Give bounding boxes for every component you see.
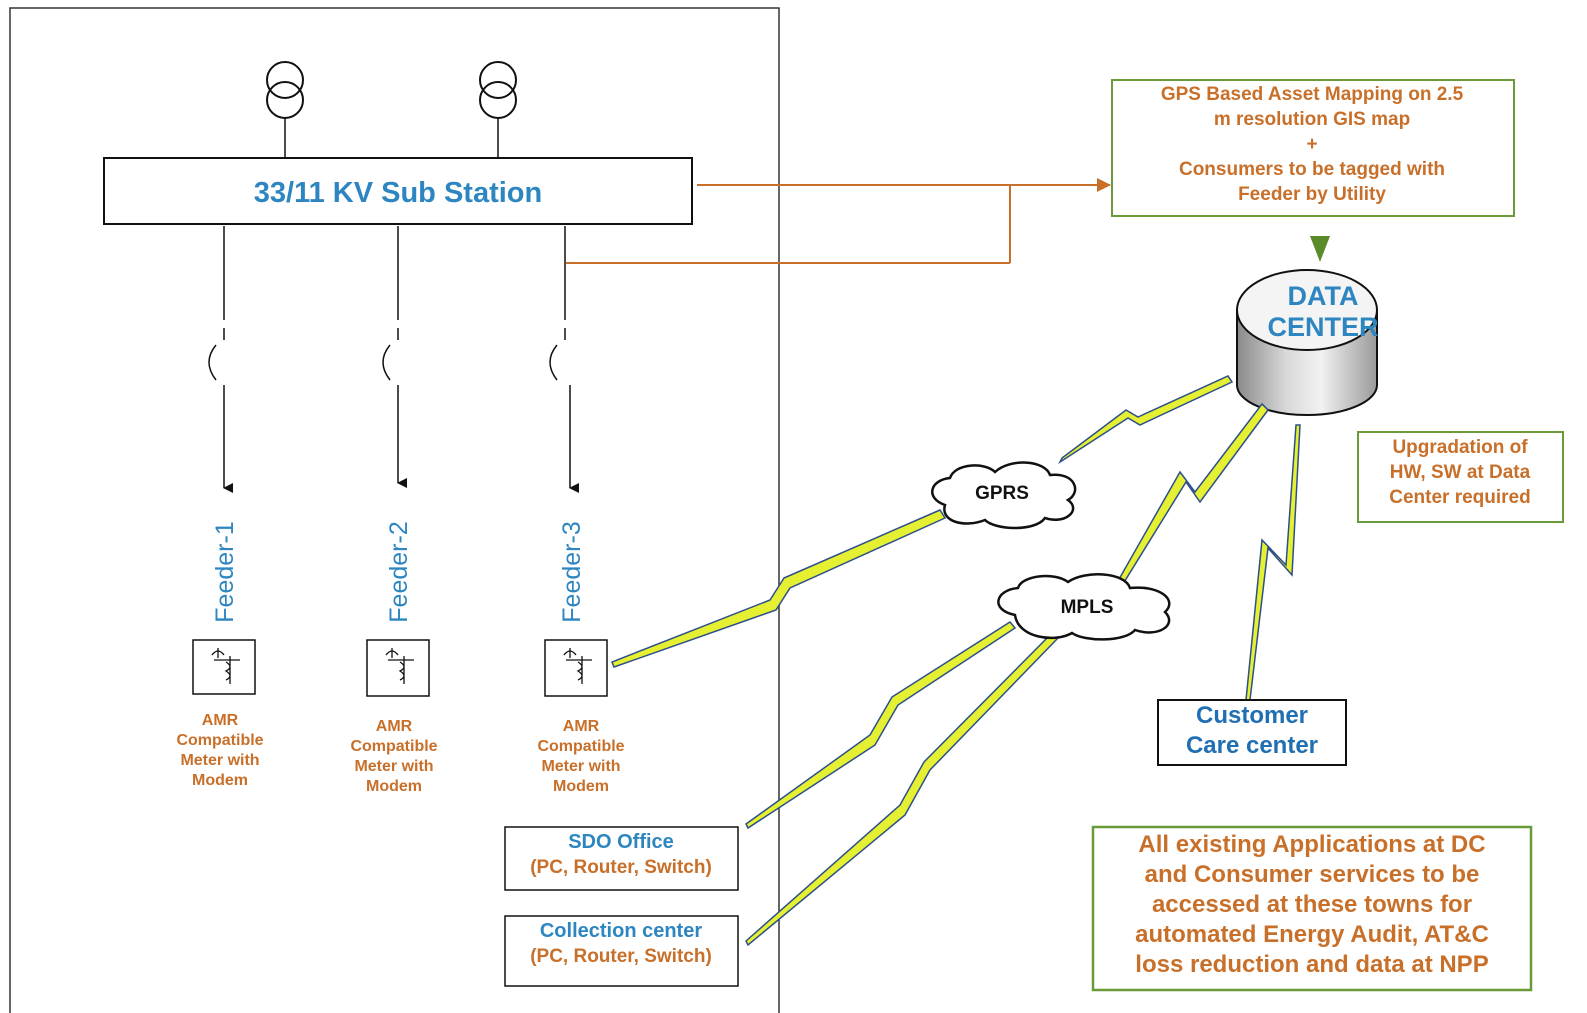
collection-center-box: [504, 915, 739, 987]
upgrade-line-2: HW, SW at Data: [1390, 462, 1531, 483]
sdo-office-box: [504, 826, 739, 891]
meter-2-line-3: Meter with: [354, 758, 433, 775]
gps-mapping-box: [1111, 79, 1515, 217]
applications-line-3: accessed at these towns for: [1152, 891, 1472, 918]
link-gprs-meter: [611, 509, 947, 668]
meter-1-line-1: AMR: [202, 712, 239, 729]
meter-2-icon: [366, 639, 430, 697]
feeder-2-label: Feeder-2: [385, 521, 413, 622]
mpls-label: MPLS: [1061, 597, 1114, 618]
applications-box: [1091, 825, 1533, 992]
substation-box: [103, 157, 693, 225]
upgrade-line-3: Center required: [1389, 487, 1530, 508]
substation-panel: [9, 7, 780, 1013]
gis-connector: [566, 178, 1111, 264]
gps-line-1: GPS Based Asset Mapping on 2.5: [1161, 84, 1464, 105]
meter-1-line-3: Meter with: [180, 752, 259, 769]
gps-line-5: Feeder by Utility: [1238, 184, 1386, 205]
feeder-1-line: [208, 226, 233, 493]
meter-1-line-4: Modem: [192, 772, 248, 789]
meter-1-line-2: Compatible: [176, 732, 263, 749]
upgrade-box: [1357, 431, 1564, 523]
meter-3-line-3: Meter with: [541, 758, 620, 775]
meter-2-line-2: Compatible: [350, 738, 437, 755]
applications-line-2: and Consumer services to be: [1145, 861, 1480, 888]
gprs-cloud-icon: [931, 461, 1077, 530]
sdo-office-subtitle: (PC, Router, Switch): [530, 857, 712, 878]
link-mpls-collection: [745, 631, 1060, 947]
data-center-line-2: CENTER: [1267, 312, 1378, 342]
sdo-office-title: SDO Office: [568, 831, 674, 853]
customer-care-box: [1157, 699, 1347, 766]
feeder-2-line: [382, 226, 407, 488]
substation-label: 33/11 KV Sub Station: [254, 177, 542, 209]
customer-care-line-2: Care center: [1186, 732, 1318, 759]
gps-line-3: +: [1306, 134, 1317, 155]
applications-line-1: All existing Applications at DC: [1138, 831, 1485, 858]
applications-line-4: automated Energy Audit, AT&C: [1135, 921, 1489, 948]
feeder-1-label: Feeder-1: [211, 521, 239, 622]
meter-2-line-1: AMR: [376, 718, 413, 735]
collection-center-subtitle: (PC, Router, Switch): [530, 946, 712, 967]
mpls-cloud-icon: [997, 573, 1171, 641]
customer-care-line-1: Customer: [1196, 702, 1308, 729]
meter-1-icon: [192, 639, 256, 695]
link-dc-customer: [1245, 424, 1301, 701]
breaker-2-icon: [382, 344, 391, 381]
feeder-3-line: [549, 226, 579, 493]
feeder-3-label: Feeder-3: [558, 521, 586, 622]
upgrade-line-1: Upgradation of: [1392, 437, 1528, 458]
link-mpls-sdo: [745, 621, 1017, 830]
breaker-3-icon: [549, 344, 558, 381]
data-center-icon: [1236, 269, 1378, 416]
meter-3-line-4: Modem: [553, 778, 609, 795]
meter-2-line-4: Modem: [366, 778, 422, 795]
data-center-line-1: DATA: [1288, 281, 1359, 311]
collection-center-title: Collection center: [540, 920, 702, 942]
link-dc-gprs: [1058, 375, 1234, 465]
transformer-1-icon: [266, 61, 304, 160]
gps-line-2: m resolution GIS map: [1214, 109, 1410, 130]
link-dc-mpls: [1113, 402, 1269, 594]
meter-3-line-1: AMR: [563, 718, 600, 735]
transformer-2-icon: [479, 61, 517, 160]
down-arrow-icon: [1310, 236, 1330, 262]
applications-line-5: loss reduction and data at NPP: [1135, 951, 1488, 978]
breaker-1-icon: [208, 344, 217, 381]
gprs-label: GPRS: [975, 483, 1029, 504]
gps-line-4: Consumers to be tagged with: [1179, 159, 1445, 180]
meter-3-line-2: Compatible: [537, 738, 624, 755]
meter-3-icon: [544, 639, 608, 697]
